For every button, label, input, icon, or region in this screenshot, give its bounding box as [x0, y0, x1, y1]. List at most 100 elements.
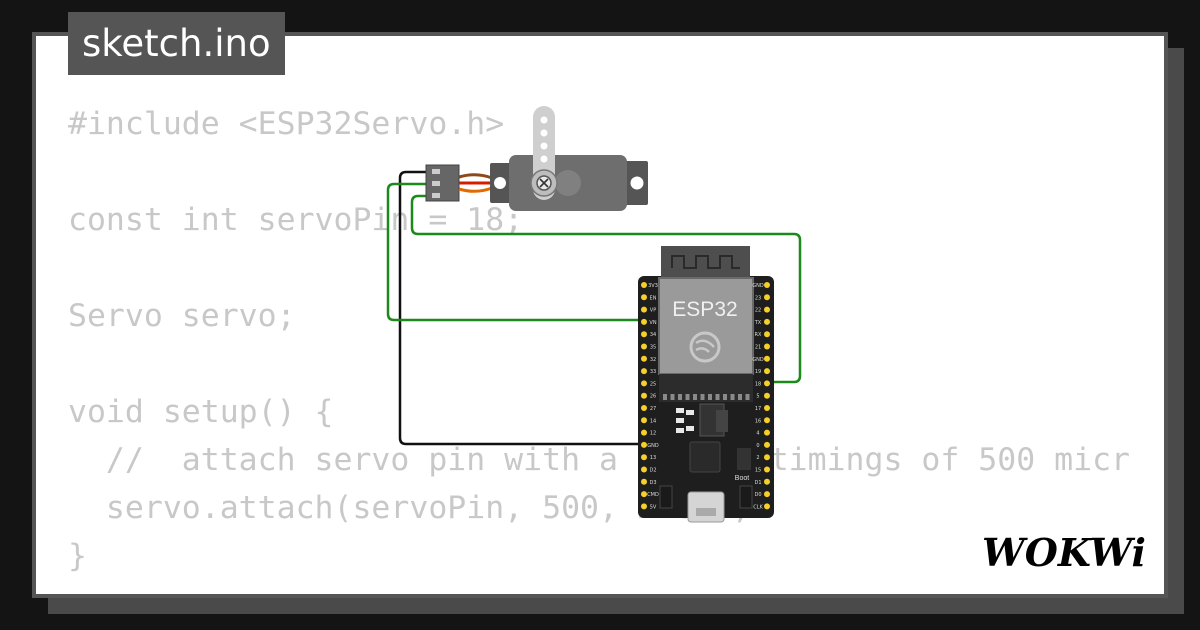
left-pin-label: 27	[650, 406, 656, 412]
left-header-pin[interactable]	[641, 355, 647, 362]
left-pin-label: 25	[650, 381, 656, 387]
right-header-pin[interactable]	[764, 294, 770, 301]
module-pad	[663, 394, 667, 400]
right-pin-label: CLK	[753, 504, 763, 510]
right-pin-label: GND	[752, 283, 764, 289]
left-header-pin[interactable]	[641, 478, 647, 485]
left-pin-label: VN	[649, 320, 656, 326]
right-header-pin[interactable]	[764, 355, 770, 362]
chip-label: ESP32	[672, 298, 737, 321]
left-header-pin[interactable]	[641, 405, 647, 411]
code-line: #include <ESP32Servo.h>	[68, 106, 505, 142]
usb-port-icon	[687, 491, 725, 523]
right-header-pin[interactable]	[764, 503, 770, 510]
module-pad	[730, 394, 735, 400]
right-header-pin[interactable]	[764, 318, 770, 325]
project-card	[32, 32, 1168, 598]
right-pin-label: 19	[755, 369, 761, 375]
right-header-pin[interactable]	[764, 368, 770, 375]
wokwi-logo[interactable]: WOKWi	[976, 528, 1152, 576]
right-header-pin[interactable]	[764, 429, 770, 436]
right-pin-label: TX	[754, 320, 762, 326]
left-pin-label: D2	[649, 468, 656, 474]
right-pin-label: 17	[755, 406, 761, 412]
right-header-pin[interactable]	[764, 491, 770, 498]
right-pin-label: GND	[752, 357, 764, 363]
left-header-pin[interactable]	[641, 454, 647, 461]
right-pin-label: 16	[755, 418, 761, 424]
servo-connector	[425, 164, 460, 202]
module-pad	[685, 394, 690, 400]
left-header-pin[interactable]	[641, 466, 647, 473]
esp32-board-icon[interactable]: ESP32 Boot 3V3ENVPVN343532332526271412GN…	[638, 246, 774, 523]
left-header-pin[interactable]	[641, 441, 647, 448]
left-pin-label: 5V	[650, 504, 657, 510]
right-pin-label: 18	[755, 381, 761, 387]
left-pin-label: 12	[650, 431, 656, 437]
right-header-pin[interactable]	[764, 454, 770, 461]
module-pad	[693, 394, 697, 400]
left-header-pin[interactable]	[641, 491, 647, 498]
right-pin-label: 21	[755, 345, 761, 351]
left-pin-label: 14	[650, 418, 656, 424]
left-pin-label: 32	[650, 357, 656, 363]
right-pin-label: RX	[755, 332, 762, 338]
module-pad	[723, 394, 727, 400]
code-line: servo.attach(servoPin, 500, 2400);	[68, 490, 751, 526]
left-pin-label: 35	[650, 345, 656, 351]
right-header-pin[interactable]	[764, 441, 770, 448]
right-header-pin[interactable]	[764, 343, 770, 350]
right-header-pin[interactable]	[764, 405, 770, 411]
servo-lead-brown	[458, 173, 493, 180]
file-tab[interactable]: sketch.ino	[68, 12, 285, 75]
right-header-pin[interactable]	[764, 466, 770, 473]
left-pin-label: D3	[649, 480, 656, 486]
module-pad	[708, 394, 712, 400]
right-pin-label: 2	[756, 455, 759, 461]
left-header-pin[interactable]	[641, 380, 647, 387]
left-header-pin[interactable]	[641, 306, 647, 313]
right-header-pin[interactable]	[764, 282, 770, 288]
left-pin-label: 26	[650, 394, 656, 400]
left-header-pin[interactable]	[641, 282, 647, 288]
left-header-pin[interactable]	[641, 417, 647, 424]
left-header-pin[interactable]	[641, 368, 647, 375]
left-header-pin[interactable]	[641, 392, 647, 399]
right-header-pin[interactable]	[764, 306, 770, 313]
right-pin-label: 5	[756, 394, 759, 400]
right-pin-label: D0	[754, 492, 761, 498]
right-pin-label: 22	[755, 308, 761, 314]
right-header-pin[interactable]	[764, 478, 770, 485]
servo-lead-orange	[458, 186, 493, 193]
wire-gnd-black	[398, 170, 644, 446]
rf-shield	[658, 277, 754, 375]
left-header-pin[interactable]	[641, 343, 647, 350]
module-footer	[659, 374, 753, 402]
right-header-pin[interactable]	[764, 380, 770, 387]
wire-vcc-green	[386, 182, 644, 322]
left-header-pin[interactable]	[641, 331, 647, 338]
code-line: Servo servo;	[68, 298, 296, 334]
right-header-pin[interactable]	[764, 331, 770, 338]
right-header-pin[interactable]	[764, 392, 770, 399]
right-pin-label: D1	[754, 480, 761, 486]
usb-chip	[689, 441, 721, 473]
left-header-pin[interactable]	[641, 503, 647, 510]
boot-label: Boot	[735, 475, 749, 482]
left-pin-label: 34	[650, 332, 656, 338]
left-header-pin[interactable]	[641, 429, 647, 436]
left-header-pin[interactable]	[641, 294, 647, 301]
left-pin-label: GND	[647, 443, 659, 449]
right-header-pin[interactable]	[764, 417, 770, 424]
servo-motor-icon[interactable]	[425, 106, 648, 211]
left-header-pin[interactable]	[641, 318, 647, 325]
left-pin-label: VP	[650, 308, 656, 314]
module-pad	[715, 394, 720, 400]
wire-signal-green	[410, 194, 802, 384]
code-line: }	[68, 538, 87, 574]
espressif-logo-icon	[689, 331, 721, 363]
module-pad	[700, 394, 705, 400]
module-pad	[745, 394, 750, 400]
right-pin-label: 4	[756, 431, 759, 437]
